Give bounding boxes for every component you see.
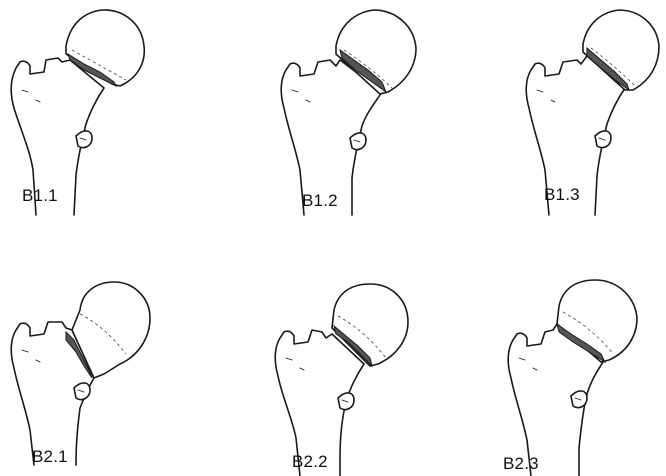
fracture-class-label: B2.2 [292, 452, 328, 472]
fracture-class-label: B1.3 [544, 185, 580, 205]
femur-drawing-b2-3 [495, 270, 666, 476]
femur-drawing-b1-3 [515, 0, 666, 215]
fracture-class-label: B1.2 [302, 191, 338, 211]
fracture-class-label: B1.1 [22, 186, 58, 206]
femur-illustration-b1-1: B1.1 [0, 0, 170, 215]
femur-illustration-b2-2: B2.2 [260, 270, 440, 476]
femur-illustration-b2-3: B2.3 [495, 270, 666, 476]
femur-illustration-b1-2: B1.2 [270, 0, 440, 215]
femur-drawing-b2-1 [0, 270, 170, 476]
femur-drawing-b1-1 [0, 0, 170, 215]
fracture-class-label: B2.1 [32, 447, 68, 467]
femur-illustration-b1-3: B1.3 [515, 0, 666, 215]
femur-drawing-b2-2 [260, 270, 440, 476]
femur-drawing-b1-2 [270, 0, 440, 215]
femur-illustration-b2-1: B2.1 [0, 270, 170, 476]
fracture-class-label: B2.3 [503, 454, 539, 474]
